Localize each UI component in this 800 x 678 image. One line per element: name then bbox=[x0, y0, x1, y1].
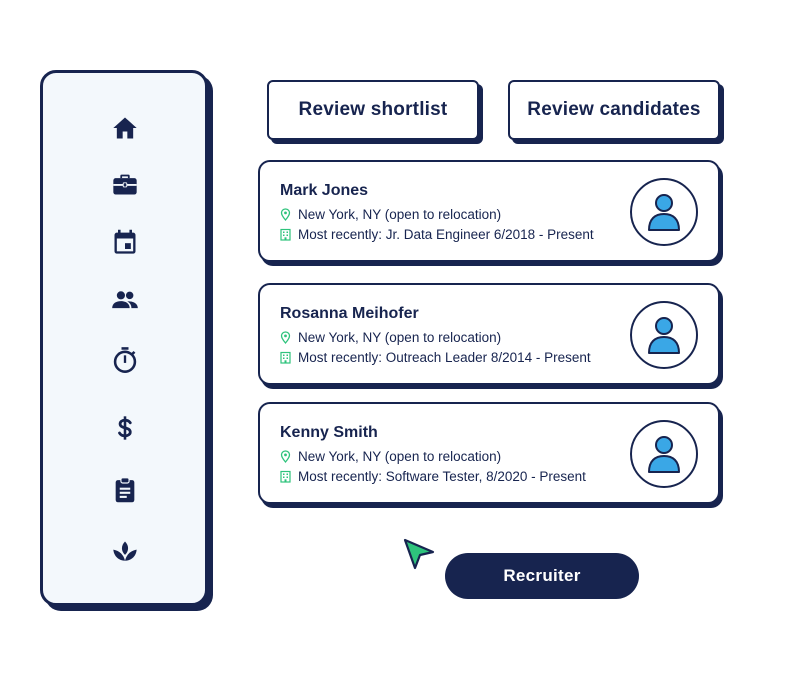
building-icon bbox=[280, 228, 291, 241]
cursor-arrow-icon bbox=[403, 538, 435, 570]
candidate-location-text: New York, NY (open to relocation) bbox=[298, 207, 502, 222]
candidate-recent-role: Most recently: Jr. Data Engineer 6/2018 … bbox=[280, 227, 594, 242]
recruiter-button[interactable]: Recruiter bbox=[445, 553, 639, 599]
candidate-name: Kenny Smith bbox=[280, 424, 378, 441]
avatar bbox=[630, 178, 698, 246]
candidate-recent-text: Most recently: Jr. Data Engineer 6/2018 … bbox=[298, 227, 594, 242]
candidate-card[interactable]: Rosanna Meihofer New York, NY (open to r… bbox=[258, 283, 720, 385]
clipboard-icon[interactable] bbox=[110, 475, 140, 505]
location-pin-icon bbox=[280, 450, 291, 463]
lotus-icon[interactable] bbox=[110, 537, 140, 567]
location-pin-icon bbox=[280, 331, 291, 344]
user-icon bbox=[648, 194, 680, 231]
candidate-card[interactable]: Mark Jones New York, NY (open to relocat… bbox=[258, 160, 720, 262]
briefcase-icon[interactable] bbox=[110, 169, 140, 199]
candidate-location-text: New York, NY (open to relocation) bbox=[298, 330, 502, 345]
candidate-card[interactable]: Kenny Smith New York, NY (open to reloca… bbox=[258, 402, 720, 504]
location-pin-icon bbox=[280, 208, 291, 221]
avatar bbox=[630, 301, 698, 369]
review-candidates-button[interactable]: Review candidates bbox=[508, 80, 720, 140]
calendar-icon[interactable] bbox=[110, 227, 140, 257]
building-icon bbox=[280, 470, 291, 483]
candidate-recent-text: Most recently: Outreach Leader 8/2014 - … bbox=[298, 350, 591, 365]
timer-icon[interactable] bbox=[110, 345, 140, 375]
candidate-name: Rosanna Meihofer bbox=[280, 305, 419, 322]
candidate-name: Mark Jones bbox=[280, 182, 369, 199]
dollar-icon[interactable] bbox=[110, 413, 140, 443]
user-icon bbox=[648, 436, 680, 473]
avatar bbox=[630, 420, 698, 488]
user-icon bbox=[648, 317, 680, 354]
candidate-location-text: New York, NY (open to relocation) bbox=[298, 449, 502, 464]
building-icon bbox=[280, 351, 291, 364]
review-shortlist-button[interactable]: Review shortlist bbox=[267, 80, 479, 140]
candidate-recent-role: Most recently: Software Tester, 8/2020 -… bbox=[280, 469, 586, 484]
candidate-location: New York, NY (open to relocation) bbox=[280, 449, 501, 464]
home-icon[interactable] bbox=[110, 113, 140, 143]
candidate-location: New York, NY (open to relocation) bbox=[280, 330, 501, 345]
candidate-recent-text: Most recently: Software Tester, 8/2020 -… bbox=[298, 469, 586, 484]
sidebar bbox=[40, 70, 208, 606]
candidate-location: New York, NY (open to relocation) bbox=[280, 207, 501, 222]
candidate-recent-role: Most recently: Outreach Leader 8/2014 - … bbox=[280, 350, 591, 365]
people-icon[interactable] bbox=[110, 285, 140, 315]
